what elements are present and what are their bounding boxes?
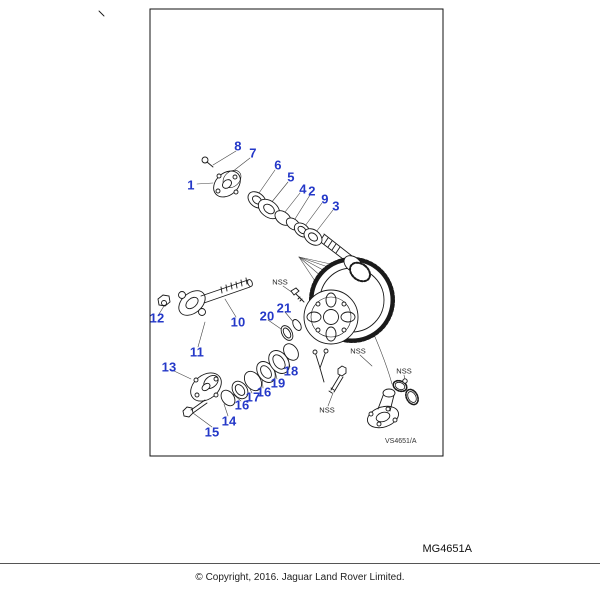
output-housing — [367, 378, 419, 429]
part-label-18-18: 18 — [283, 363, 299, 379]
diagram-frame — [149, 8, 444, 457]
nss-label-nss-1: NSS — [350, 346, 366, 356]
part-label-11-10: 11 — [189, 344, 205, 360]
part-label-16-15: 16 — [234, 397, 250, 413]
differential-case — [303, 289, 359, 345]
part-label-3-2: 3 — [332, 198, 340, 214]
part-label-12-11: 12 — [149, 310, 165, 326]
part-label-10-9: 10 — [230, 314, 246, 330]
part-label-17-16: 17 — [245, 389, 261, 405]
hub-assembly — [182, 343, 299, 418]
companion-flange — [201, 156, 242, 198]
bearing-washer-stack — [247, 191, 323, 246]
part-label-14-13: 14 — [221, 413, 237, 429]
part-label-2-1: 2 — [308, 183, 316, 199]
part-label-1-0: 1 — [187, 177, 195, 193]
part-label-5-4: 5 — [287, 169, 295, 185]
part-label-6-5: 6 — [274, 157, 282, 173]
part-label-7-6: 7 — [249, 145, 257, 161]
drawing-reference: VS4651/A — [385, 438, 417, 445]
part-label-4-3: 4 — [299, 181, 307, 197]
shift-fork — [312, 348, 347, 394]
part-label-13-12: 13 — [161, 359, 177, 375]
part-label-19-19: 19 — [270, 375, 286, 391]
nss-label-nss-0: NSS — [272, 277, 288, 287]
part-label-9-8: 9 — [321, 191, 329, 207]
part-label-16-17: 16 — [256, 384, 272, 400]
registration-tick — [98, 10, 105, 17]
nss-bolt-top — [290, 287, 305, 303]
nss-label-nss-2: NSS — [396, 366, 412, 376]
copyright-text: © Copyright, 2016. Jaguar Land Rover Lim… — [195, 572, 405, 583]
part-label-21-21: 21 — [276, 300, 292, 316]
part-label-8-7: 8 — [234, 138, 242, 154]
copyright-footer: © Copyright, 2016. Jaguar Land Rover Lim… — [0, 563, 600, 583]
drive-flange — [157, 277, 253, 316]
figure-code: MG4651A — [422, 543, 472, 555]
part-label-20-20: 20 — [259, 308, 275, 324]
pinion-shaft — [317, 233, 371, 283]
nss-label-nss-3: NSS — [319, 405, 335, 415]
seal-rings — [280, 319, 302, 341]
part-label-15-14: 15 — [204, 424, 220, 440]
